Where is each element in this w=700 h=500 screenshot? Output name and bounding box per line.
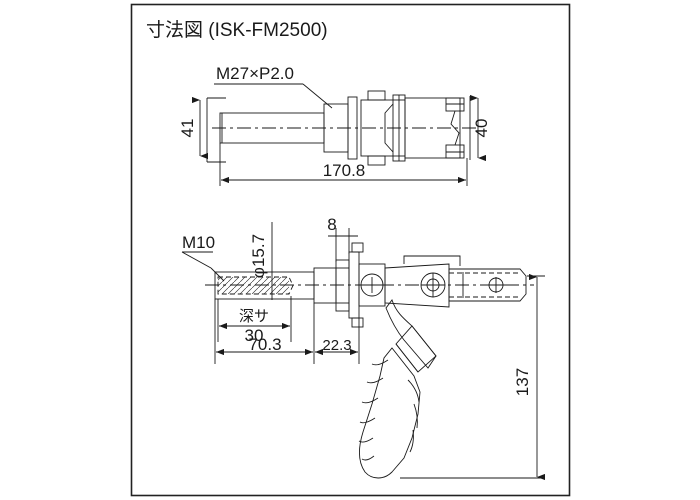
link-arm: [384, 263, 450, 308]
boss-bottom: [367, 155, 386, 166]
top-view-group: [191, 83, 487, 186]
grip-rib-5: [358, 437, 374, 443]
grip-rib-r2: [413, 403, 418, 429]
grip-rib-r3: [409, 429, 414, 453]
stud-bottom: [351, 317, 364, 328]
page-title: 寸法図 (ISK-FM2500): [146, 19, 328, 41]
thread-leader-m10: [210, 267, 225, 282]
tapped-hole-outline: [217, 276, 294, 295]
dim-label-137: 137: [513, 368, 532, 396]
dim-label-70-3: 70.3: [248, 335, 281, 354]
plunger-bar: [448, 268, 527, 302]
thread-leader-top: [302, 83, 333, 109]
thread-label-m27: M27×P2.0: [216, 64, 294, 83]
clevis-link: [450, 110, 460, 146]
stud-top: [351, 242, 364, 253]
dim-label-8: 8: [327, 215, 336, 234]
dim-label-170-8: 170.8: [323, 161, 366, 180]
depth-value-30: 30: [245, 326, 264, 345]
depth-label-jp: 深サ: [239, 308, 269, 325]
dim-label-22-3: 22.3: [322, 337, 351, 354]
bottom-view-group: [181, 222, 546, 481]
thread-label-m10: M10: [182, 233, 215, 252]
dim-label-40: 40: [472, 119, 491, 138]
dim-label-phi-15-7: φ15.7: [249, 234, 268, 278]
grip-rib-2: [366, 377, 384, 384]
pivot-wedge: [384, 103, 394, 153]
grip-rib-6: [361, 455, 375, 461]
thread-leader-m10-b: [181, 251, 212, 269]
grip-rib-4: [359, 417, 376, 424]
dim-label-41: 41: [178, 119, 197, 138]
grip-rib-r1: [407, 379, 420, 403]
tapped-hole-hatch: [218, 277, 289, 294]
drawing-frame: [130, 3, 571, 497]
handle-grip: [359, 347, 421, 479]
boss-top: [367, 90, 386, 101]
arm-shelf: [403, 255, 461, 266]
handle-neck: [385, 299, 437, 369]
handle-ferrule-line: [395, 343, 419, 373]
grip-rib-3: [361, 397, 379, 404]
grip-rib-1: [371, 359, 389, 366]
